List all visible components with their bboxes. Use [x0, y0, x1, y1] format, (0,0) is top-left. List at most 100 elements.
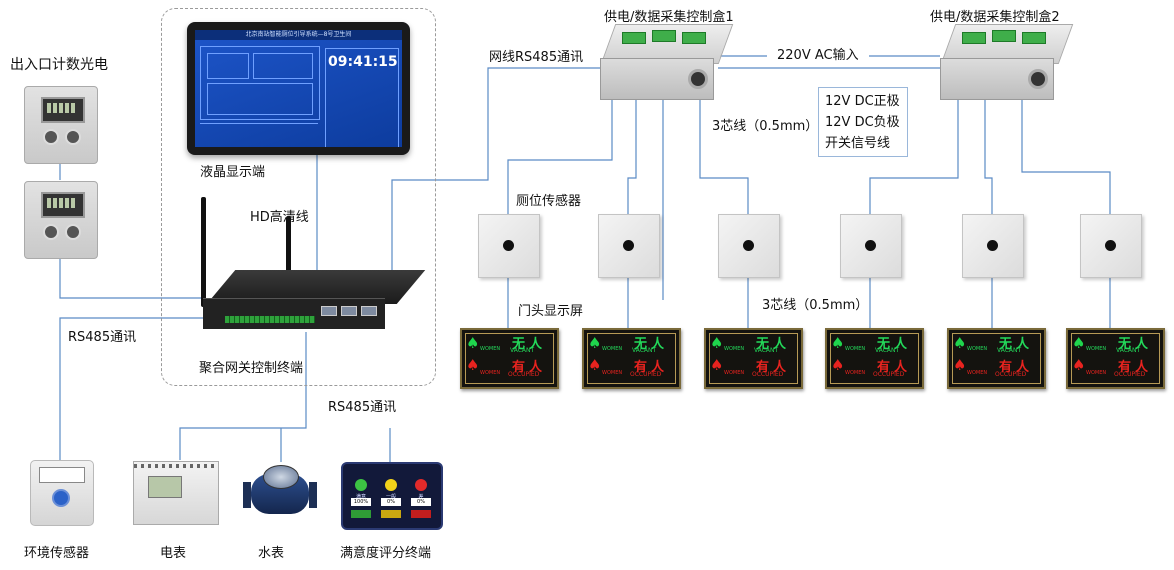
woman-icon: ♠: [1072, 356, 1086, 374]
door-women-label: WOMEN: [480, 370, 501, 376]
option-label: 满意: [355, 494, 366, 500]
door-display: ♠ WOMEN 无人 VACANT ♠ WOMEN 有人 OCCUPIED: [825, 328, 924, 389]
woman-icon: ♠: [710, 334, 724, 352]
control-box-1: [600, 24, 734, 102]
power-meter: [133, 461, 219, 525]
woman-icon: ♠: [466, 334, 480, 352]
woman-icon: ♠: [831, 356, 845, 374]
lcd-label: 液晶显示端: [200, 165, 266, 180]
door-occupied-cn: 有人: [512, 360, 547, 375]
door-occupied-cn: 有人: [999, 360, 1034, 375]
door-display: ♠ WOMEN 无人 VACANT ♠ WOMEN 有人 OCCUPIED: [1066, 328, 1165, 389]
satisfaction-label: 满意度评分终端: [340, 546, 432, 561]
door-vacant-cn: 无人: [512, 337, 547, 352]
hd-cable-label: HD高清线: [250, 210, 309, 225]
door-vacant-cn: 无人: [756, 337, 791, 352]
cable-legend-item: 开关信号线: [825, 136, 891, 151]
door-women-label: WOMEN: [845, 346, 866, 352]
door-occupied-cn: 有人: [634, 360, 669, 375]
door-display: ♠ WOMEN 无人 VACANT ♠ WOMEN 有人 OCCUPIED: [460, 328, 559, 389]
box1-label: 供电/数据采集控制盒1: [604, 10, 734, 25]
antenna-icon: [201, 197, 206, 307]
control-box-2: [940, 24, 1074, 102]
counter-label: 出入口计数光电: [10, 57, 108, 73]
door-women-label: WOMEN: [845, 370, 866, 376]
door-women-label: WOMEN: [480, 346, 501, 352]
lcd-monitor: 北京南站智能厕位引导系统—8号卫生间 09:41:15: [187, 22, 410, 155]
frown-icon: [415, 479, 427, 491]
door-occupied-en: OCCUPIED: [995, 371, 1027, 378]
antenna-icon: [286, 216, 291, 286]
cable-legend-item: 12V DC正极: [825, 94, 900, 109]
door-vacant-cn: 无人: [634, 337, 669, 352]
door-occupied-en: OCCUPIED: [1114, 371, 1146, 378]
gateway-label: 聚合网关控制终端: [199, 361, 304, 376]
door-vacant-en: VACANT: [875, 347, 900, 354]
water-meter-label: 水表: [258, 546, 285, 561]
option-percent: 0%: [411, 498, 431, 506]
cable-legend-item: 12V DC负极: [825, 115, 900, 130]
woman-icon: ♠: [466, 356, 480, 374]
env-sensor-label: 环境传感器: [24, 546, 90, 561]
toilet-sensor: [478, 214, 540, 278]
door-women-label: WOMEN: [967, 346, 988, 352]
people-counter-sensor-2: [24, 181, 98, 259]
toilet-sensor: [598, 214, 660, 278]
gateway-device: [203, 270, 426, 332]
door-vacant-cn: 无人: [877, 337, 912, 352]
door-women-label: WOMEN: [967, 370, 988, 376]
woman-icon: ♠: [1072, 334, 1086, 352]
door-women-label: WOMEN: [602, 346, 623, 352]
status-panel: [325, 48, 399, 147]
door-display: ♠ WOMEN 无人 VACANT ♠ WOMEN 有人 OCCUPIED: [947, 328, 1046, 389]
door-vacant-en: VACANT: [632, 347, 657, 354]
display-gateway-group: [161, 8, 436, 386]
rs485-left-label: RS485通讯: [68, 330, 137, 345]
door-occupied-cn: 有人: [756, 360, 791, 375]
smile-icon: [355, 479, 367, 491]
door-display: ♠ WOMEN 无人 VACANT ♠ WOMEN 有人 OCCUPIED: [704, 328, 803, 389]
neutral-face-icon: [385, 479, 397, 491]
network-rs485-label: 网线RS485通讯: [489, 50, 584, 65]
screen-title: 北京南站智能厕位引导系统—8号卫生间: [195, 30, 402, 40]
toilet-sensor: [840, 214, 902, 278]
door-vacant-en: VACANT: [510, 347, 535, 354]
water-meter: [243, 462, 317, 524]
cable-spec-bottom-label: 3芯线（0.5mm）: [762, 298, 869, 313]
rs485-bottom-label: RS485通讯: [328, 400, 397, 415]
box2-label: 供电/数据采集控制盒2: [930, 10, 1060, 25]
door-women-label: WOMEN: [724, 346, 745, 352]
woman-icon: ♠: [710, 356, 724, 374]
woman-icon: ♠: [831, 334, 845, 352]
door-occupied-cn: 有人: [1118, 360, 1153, 375]
door-display: ♠ WOMEN 无人 VACANT ♠ WOMEN 有人 OCCUPIED: [582, 328, 681, 389]
toilet-sensor: [1080, 214, 1142, 278]
ac-input-label: 220V AC输入: [767, 44, 869, 63]
door-vacant-en: VACANT: [754, 347, 779, 354]
toilet-sensor-label: 厕位传感器: [516, 194, 582, 209]
screen-clock: 09:41:15: [328, 54, 398, 70]
door-vacant-en: VACANT: [1116, 347, 1141, 354]
option-percent: 0%: [381, 498, 401, 506]
people-counter-sensor-1: [24, 86, 98, 164]
woman-icon: ♠: [953, 334, 967, 352]
door-occupied-en: OCCUPIED: [873, 371, 905, 378]
satisfaction-terminal: 满意 一般 差 100% 0% 0%: [341, 462, 443, 530]
guidance-screen: 北京南站智能厕位引导系统—8号卫生间 09:41:15: [195, 30, 402, 147]
cable-legend: 12V DC正极 12V DC负极 开关信号线: [818, 87, 908, 157]
door-women-label: WOMEN: [1086, 370, 1107, 376]
door-women-label: WOMEN: [602, 370, 623, 376]
door-occupied-cn: 有人: [877, 360, 912, 375]
woman-icon: ♠: [953, 356, 967, 374]
cable-spec-top-label: 3芯线（0.5mm）: [712, 119, 819, 134]
option-label: 差: [418, 494, 424, 500]
woman-icon: ♠: [588, 334, 602, 352]
door-occupied-en: OCCUPIED: [630, 371, 662, 378]
door-women-label: WOMEN: [1086, 346, 1107, 352]
floor-plan: [200, 46, 320, 120]
screen-stats: [200, 123, 318, 146]
door-vacant-cn: 无人: [999, 337, 1034, 352]
door-vacant-en: VACANT: [997, 347, 1022, 354]
door-display-label: 门头显示屏: [518, 304, 584, 319]
